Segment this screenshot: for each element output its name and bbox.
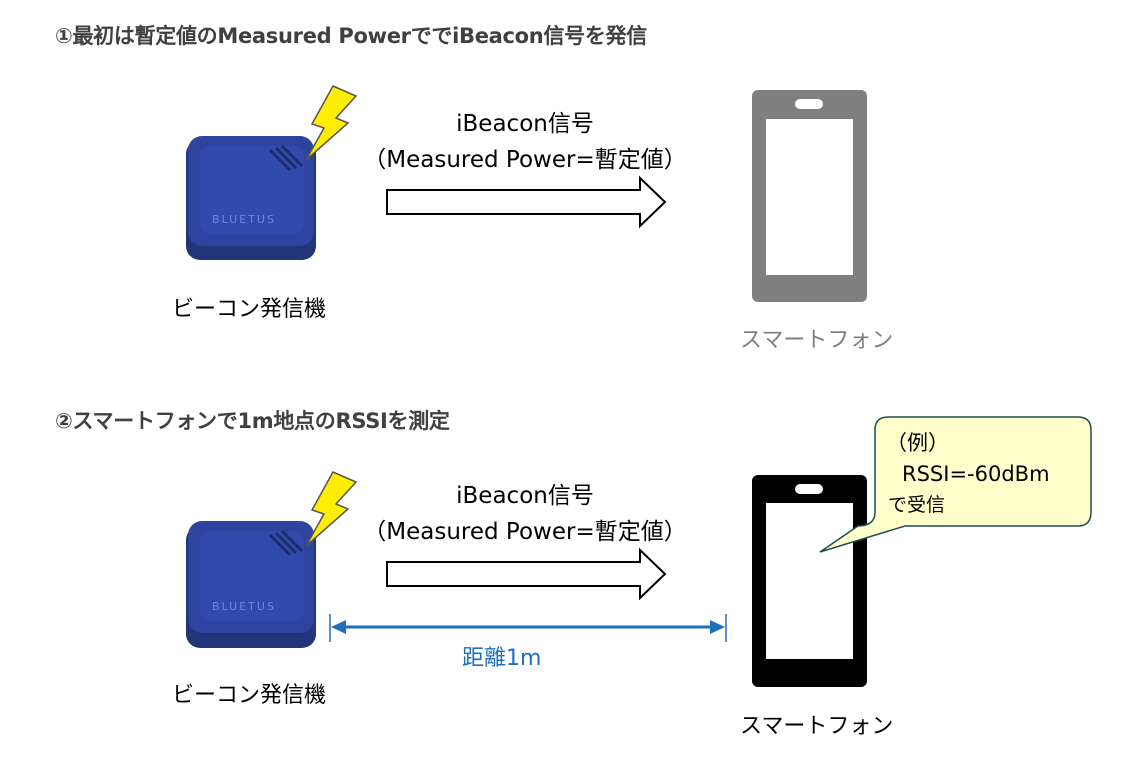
section2-heading: ②スマートフォンで1m地点のRSSIを測定 (55, 409, 450, 433)
section2-signal-line2: （Measured Power=暫定値） (363, 519, 687, 545)
section1-device-label: ビーコン発信機 (172, 297, 327, 322)
callout-line2: RSSI=-60dBm (902, 462, 1050, 486)
section2-phone-label: スマートフォン (740, 714, 894, 739)
arrow-icon (386, 547, 667, 601)
device-logo-text: BLUETUS (212, 600, 276, 613)
section1-signal-line2: （Measured Power=暫定値） (363, 147, 687, 173)
beacon-device-icon: BLUETUS (186, 521, 316, 648)
distance-measure (329, 614, 727, 642)
callout-text: （例） RSSI=-60dBm (886, 428, 1050, 490)
arrow-icon (386, 175, 667, 229)
smartphone-icon (752, 90, 867, 302)
section1-heading: ①最初は暫定値のMeasured PowerででiBeacon信号を発信 (55, 24, 647, 48)
section2-device-label: ビーコン発信機 (172, 683, 327, 708)
section1-signal-line1: iBeacon信号 (456, 111, 594, 137)
callout-line1: （例） (886, 431, 949, 455)
section1-phone-label: スマートフォン (740, 328, 894, 353)
callout-line3: で受信 (888, 494, 946, 516)
distance-label: 距離1m (462, 646, 542, 671)
beacon-device-icon: BLUETUS (186, 136, 316, 260)
section2-signal-line1: iBeacon信号 (456, 483, 594, 509)
lightning-icon (305, 85, 358, 161)
device-logo-text: BLUETUS (212, 213, 276, 226)
smartphone-icon (752, 475, 867, 687)
lightning-icon (305, 471, 358, 547)
callout-bubble (819, 416, 1092, 553)
